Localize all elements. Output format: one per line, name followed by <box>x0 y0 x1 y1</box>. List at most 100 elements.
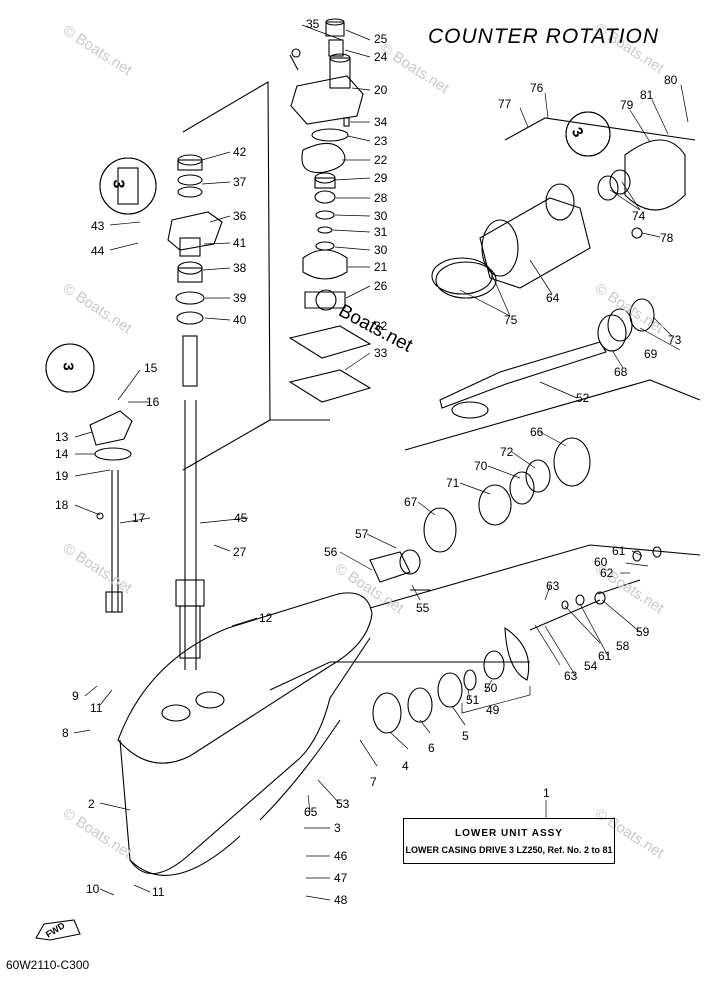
part-number-label: 54 <box>584 659 598 673</box>
part-number-label: 49 <box>486 703 500 717</box>
part-number-label: 68 <box>614 365 628 379</box>
part-number-label: 4 <box>402 759 409 773</box>
part-number-label: 31 <box>374 225 388 239</box>
part-number-label: 9 <box>72 689 79 703</box>
part-number-label: 55 <box>416 601 430 615</box>
assembly-note-detail: LOWER CASING DRIVE 3 LZ250, Ref. No. 2 t… <box>405 845 613 855</box>
part-number-label: 81 <box>640 88 654 102</box>
part-number-label: 66 <box>530 425 544 439</box>
part-number-label: 79 <box>620 98 634 112</box>
part-number-label: 61 <box>598 649 612 663</box>
assembly-note-box: LOWER UNIT ASSY LOWER CASING DRIVE 3 LZ2… <box>403 818 615 864</box>
part-number-label: 10 <box>86 882 100 896</box>
part-number-label: 13 <box>55 430 69 444</box>
part-number-label: 45 <box>234 511 248 525</box>
part-number-label: 72 <box>500 445 514 459</box>
assembly-note-title: LOWER UNIT ASSY <box>455 828 563 839</box>
diagram-title: COUNTER ROTATION <box>428 25 660 48</box>
propeller-shaft <box>369 298 701 591</box>
part-number-label: 41 <box>233 236 247 250</box>
part-number-label: 36 <box>233 209 247 223</box>
part-number-label: 28 <box>374 191 388 205</box>
part-number-label: 50 <box>484 681 498 695</box>
part-number-label: 42 <box>233 145 247 159</box>
part-number-label: 12 <box>259 611 273 625</box>
part-number-label: 2 <box>88 797 95 811</box>
part-number-label: 48 <box>334 893 348 907</box>
part-number-label: 73 <box>668 333 682 347</box>
part-number-label: 7 <box>370 775 377 789</box>
part-number-label: 51 <box>466 693 480 707</box>
part-number-label: 11 <box>90 701 103 715</box>
gear-case-housing <box>117 592 373 876</box>
part-number-label: 20 <box>374 83 388 97</box>
part-number-label: 46 <box>334 849 348 863</box>
part-number-label: 78 <box>660 231 674 245</box>
part-number-label: 40 <box>233 313 247 327</box>
part-number-label: 8 <box>62 726 69 740</box>
gear-train <box>269 544 701 734</box>
part-number-label: 58 <box>616 639 630 653</box>
part-number-label: 75 <box>504 313 518 327</box>
part-number-label: 35 <box>306 17 320 31</box>
bracket-line <box>182 81 271 471</box>
part-number-label: 57 <box>355 527 369 541</box>
part-number-label: 27 <box>233 545 247 559</box>
part-number-label: 80 <box>664 73 678 87</box>
part-number-label: 14 <box>55 447 69 461</box>
part-number-label: 30 <box>374 209 388 223</box>
part-number-label: 56 <box>324 545 338 559</box>
part-number-label: 39 <box>233 291 247 305</box>
part-number-label: 60 <box>594 555 608 569</box>
part-number-label: 19 <box>55 469 69 483</box>
part-number-label: 52 <box>576 391 590 405</box>
part-number-label: 16 <box>146 395 160 409</box>
badge-shapes <box>45 111 611 393</box>
part-number-label: 63 <box>546 579 560 593</box>
part-number-label: 64 <box>546 291 560 305</box>
part-number-label: 11 <box>152 885 165 899</box>
part-number-label: 59 <box>636 625 650 639</box>
part-number-label: 33 <box>374 346 388 360</box>
part-number-label: 70 <box>474 459 488 473</box>
part-number-label: 29 <box>374 171 388 185</box>
part-number-label: 23 <box>374 134 388 148</box>
part-number-label: 3 <box>334 821 341 835</box>
assembly-ref-number: 1 <box>543 786 550 800</box>
fwd-arrow-shape <box>35 919 81 941</box>
part-number-label: 21 <box>374 260 388 274</box>
part-number-label: 61 <box>612 544 626 558</box>
part-number-label: 53 <box>336 797 350 811</box>
part-number-label: 71 <box>446 476 460 490</box>
part-number-label: 47 <box>334 871 348 885</box>
part-number-label: 63 <box>564 669 578 683</box>
part-number-label: 62 <box>600 566 614 580</box>
part-number-label: 26 <box>374 279 388 293</box>
part-number-label: 38 <box>233 261 247 275</box>
part-number-label: 69 <box>644 347 658 361</box>
part-number-label: 67 <box>404 495 418 509</box>
part-number-label: 43 <box>91 219 105 233</box>
part-number-label: 65 <box>304 805 318 819</box>
part-number-label: 24 <box>374 50 388 64</box>
part-number-label: 37 <box>233 175 247 189</box>
part-number-label: 17 <box>132 511 146 525</box>
part-number-label: 15 <box>144 361 158 375</box>
part-number-label: 18 <box>55 498 69 512</box>
part-number-label: 30 <box>374 243 388 257</box>
part-number-label: 22 <box>374 153 388 167</box>
part-number-label: 44 <box>91 244 105 258</box>
part-number-label: 32 <box>374 319 388 333</box>
part-number-label: 34 <box>374 115 388 129</box>
leader-lines <box>73 24 689 901</box>
part-number-label: 76 <box>530 81 544 95</box>
part-number-label: 74 <box>632 209 646 223</box>
part-number-label: 25 <box>374 32 388 46</box>
part-number-label: 5 <box>462 729 469 743</box>
diagram-code: 60W2110-C300 <box>6 958 90 972</box>
drive-shaft <box>167 154 223 670</box>
water-pump-group <box>288 18 372 403</box>
